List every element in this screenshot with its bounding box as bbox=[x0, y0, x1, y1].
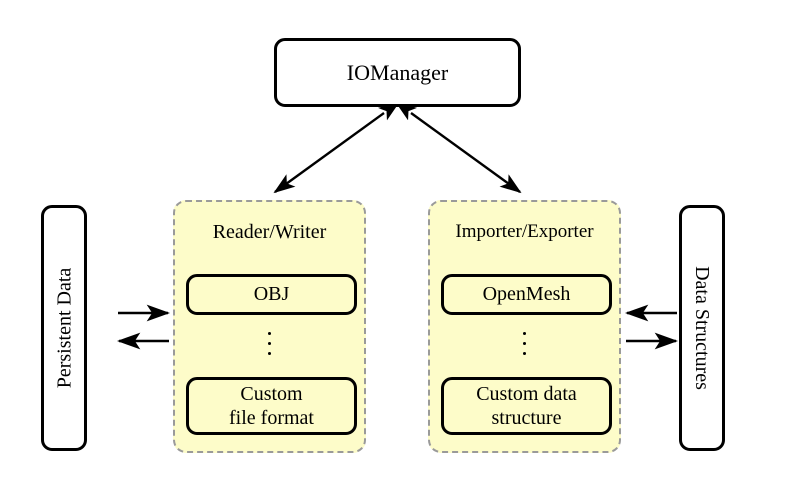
reader-writer-item-custom-file-format-label: Custom file format bbox=[229, 382, 314, 431]
arrow-manager-reader-writer bbox=[273, 101, 400, 194]
custom-data-structure-line2: structure bbox=[491, 407, 562, 429]
persistent-data-label: Persistent Data bbox=[53, 267, 75, 389]
custom-file-format-line1: Custom bbox=[240, 382, 303, 405]
importer-exporter-item-openmesh: OpenMesh bbox=[441, 274, 612, 315]
importer-exporter-item-custom-data-structure: Custom data structure bbox=[441, 377, 612, 435]
iomanager-label: IOManager bbox=[346, 59, 449, 85]
data-structures-label-wrap: Data Structures bbox=[682, 208, 722, 448]
importer-exporter-item-openmesh-label: OpenMesh bbox=[482, 283, 571, 306]
data-structures-label: Data Structures bbox=[691, 266, 714, 390]
reader-writer-panel: Reader/Writer OBJ Custom file format bbox=[173, 200, 366, 453]
arrow-manager-importer-exporter bbox=[395, 101, 522, 194]
custom-file-format-line2: file format bbox=[229, 407, 314, 429]
custom-data-structure-line1: Custom data bbox=[476, 382, 577, 405]
importer-exporter-panel-title: Importer/Exporter bbox=[455, 221, 594, 242]
importer-exporter-item-custom-data-structure-label: Custom data structure bbox=[476, 382, 577, 431]
reader-writer-item-obj-label: OBJ bbox=[253, 283, 290, 306]
reader-writer-item-custom-file-format: Custom file format bbox=[186, 377, 357, 435]
persistent-data-label-wrap: Persistent Data bbox=[44, 208, 84, 448]
importer-exporter-ellipsis-icon bbox=[430, 332, 619, 355]
reader-writer-item-obj: OBJ bbox=[186, 274, 357, 315]
importer-exporter-panel: Importer/Exporter OpenMesh Custom data s… bbox=[428, 200, 621, 453]
data-structures-node: Data Structures bbox=[679, 205, 725, 451]
iomanager-node: IOManager bbox=[274, 38, 521, 107]
persistent-data-node: Persistent Data bbox=[41, 205, 87, 451]
reader-writer-ellipsis-icon bbox=[175, 332, 364, 355]
reader-writer-panel-title: Reader/Writer bbox=[212, 221, 327, 243]
